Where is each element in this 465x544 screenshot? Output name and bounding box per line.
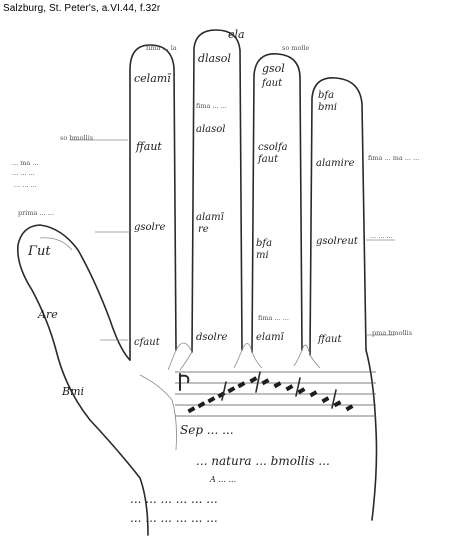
guide-lines [70, 139, 395, 341]
svg-text:... natura ... bmollis ...: ... natura ... bmollis ... [196, 454, 330, 468]
svg-text:fima ... ...: fima ... ... [258, 314, 289, 322]
svg-text:gsolreut: gsolreut [316, 236, 359, 247]
marginal-glosses: fima ... la so molle so bmollis ... ma .… [12, 44, 419, 337]
svg-text:ela: ela [228, 28, 245, 41]
finger-base-creases [167, 342, 321, 371]
svg-text:alamire: alamire [316, 158, 355, 169]
thumb-outline [16, 224, 149, 536]
finger-little-outline [309, 77, 367, 356]
svg-text:cfaut: cfaut [134, 337, 161, 348]
svg-text:gsol: gsol [262, 62, 285, 75]
palm-text: Sep ... ... ... natura ... bmollis ... A… [130, 423, 330, 525]
svg-text:mi: mi [256, 250, 269, 261]
svg-text:... ... ...: ... ... ... [12, 169, 35, 177]
svg-text:Γut: Γut [27, 244, 51, 259]
svg-text:fima ... ...: fima ... ... [196, 102, 227, 110]
svg-text:re: re [198, 224, 209, 235]
finger-inscriptions: celamī ffaut gsolre cfaut dlasol alasol … [27, 28, 359, 398]
music-staff [175, 371, 376, 417]
svg-text:Bmi: Bmi [61, 385, 84, 398]
svg-text:fima ... ma ... ...: fima ... ma ... ... [368, 154, 419, 162]
svg-text:so bmollis: so bmollis [60, 134, 93, 142]
svg-text:... ... ...: ... ... ... [370, 232, 393, 240]
svg-text:faut: faut [257, 154, 279, 165]
svg-text:bfa: bfa [256, 238, 272, 249]
svg-text:prima ... ...: prima ... ... [18, 209, 54, 217]
svg-text:so molle: so molle [282, 44, 310, 52]
svg-text:... ma ...: ... ma ... [12, 159, 39, 167]
svg-text:A ... ...: A ... ... [209, 475, 236, 484]
neume-stems [221, 371, 337, 409]
svg-text:ffaut: ffaut [135, 140, 162, 153]
finger-index-outline [129, 44, 177, 361]
svg-text:bmi: bmi [318, 102, 337, 113]
hand-outline [16, 29, 378, 536]
svg-text:faut: faut [261, 78, 283, 89]
svg-text:pma bmollis: pma bmollis [372, 329, 412, 337]
svg-text:dsolre: dsolre [196, 332, 228, 343]
palm-right-edge [365, 349, 378, 521]
svg-text:bfa: bfa [318, 90, 334, 101]
svg-text:... ... ...: ... ... ... [14, 181, 37, 189]
svg-text:Are: Are [37, 308, 58, 321]
finger-middle-outline [191, 29, 243, 353]
svg-text:ffaut: ffaut [317, 334, 342, 345]
neume-notes [187, 376, 354, 414]
svg-text:Sep ... ...: Sep ... ... [180, 423, 234, 437]
svg-text:... ... ... ... ... ...: ... ... ... ... ... ... [130, 511, 218, 525]
svg-text:gsolre: gsolre [134, 222, 166, 233]
svg-text:fima ... la: fima ... la [146, 44, 177, 52]
svg-text:elamī: elamī [256, 332, 285, 343]
manuscript-caption: Salzburg, St. Peter's, a.VI.44, f.32r [3, 3, 161, 14]
finger-ring-outline [251, 53, 303, 353]
svg-text:alamī: alamī [196, 212, 225, 223]
svg-text:dlasol: dlasol [198, 52, 231, 65]
svg-text:csolfa: csolfa [258, 142, 288, 153]
svg-text:... ... ... ... ... ...: ... ... ... ... ... ... [130, 492, 218, 506]
svg-text:celamī: celamī [134, 72, 171, 85]
svg-text:alasol: alasol [196, 124, 225, 135]
